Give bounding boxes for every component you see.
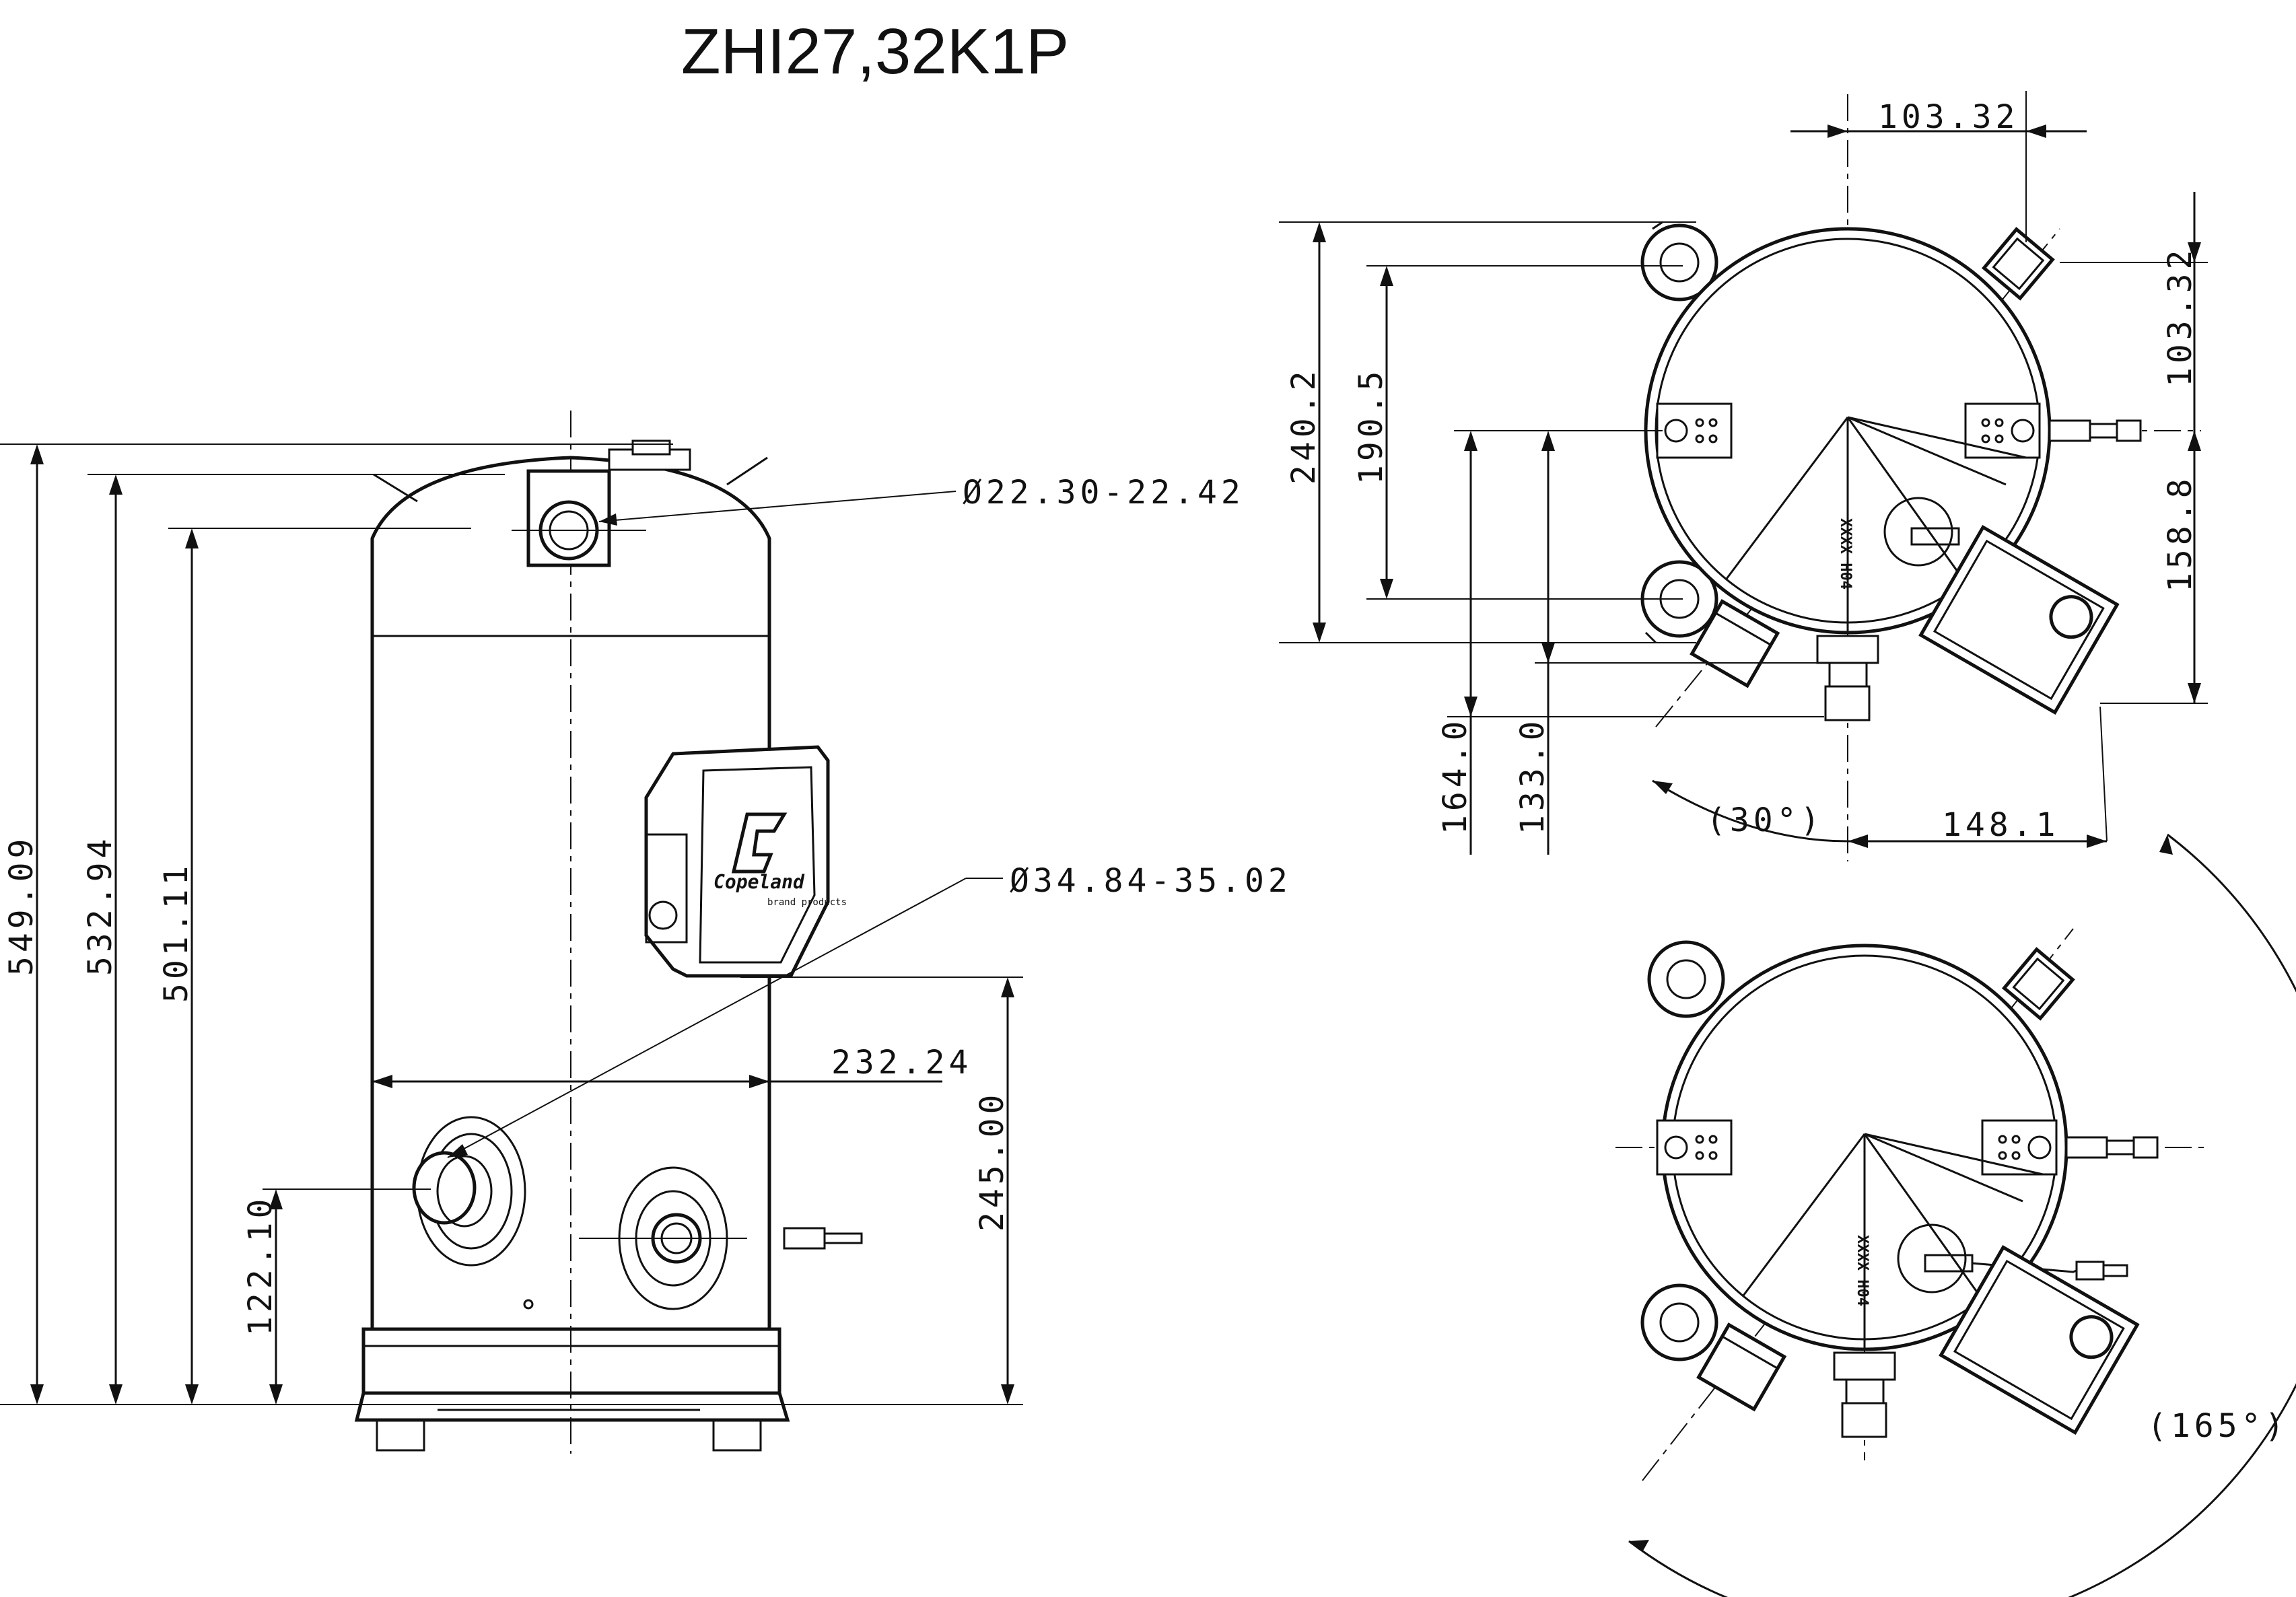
dim-532-94: 532.94 [81,835,119,976]
dim-angle-30: (30°) [1706,802,1824,839]
shell-marking: XXXX H04 [1837,518,1854,590]
dim-148-1: 148.1 [1942,806,2060,844]
dim-right-103-32: 103.32 [2161,246,2199,387]
dim-245-00: 245.00 [973,1091,1011,1232]
callout-discharge-diameter: Ø22.30-22.42 [963,474,1245,511]
dim-133-0: 133.0 [1514,717,1552,835]
dim-232-24: 232.24 [831,1044,972,1081]
drawing-title: ZHI27,32K1P [681,15,1070,87]
dim-549-09: 549.09 [3,835,40,976]
callout-suction-diameter: Ø34.84-35.02 [1010,862,1292,900]
shell-marking-2: XXXX H04 [1854,1235,1871,1306]
top-view-2: XXXX H04 (165°) [1615,833,2296,1597]
dim-angle-165: (165°) [2147,1407,2288,1445]
top-view-1: XXXX H04 [1279,91,2208,861]
dim-240-2: 240.2 [1285,367,1323,485]
dim-190-5: 190.5 [1352,367,1390,485]
brand-logo-text: Copeland [714,871,805,893]
dim-right-158-8: 158.8 [2161,475,2199,593]
side-view: Copeland brand products [0,411,1292,1454]
brand-tagline: brand products [767,897,847,908]
dim-122-10: 122.10 [242,1195,279,1336]
dim-501-11: 501.11 [158,862,195,1003]
dim-top-103-32: 103.32 [1878,98,2019,136]
dim-164-0: 164.0 [1436,717,1474,835]
